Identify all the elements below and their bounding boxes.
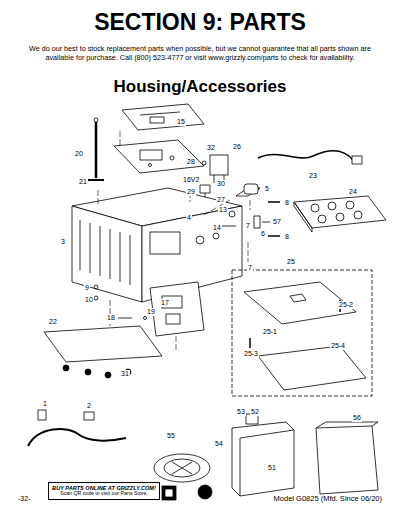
callout-number: 30 xyxy=(216,180,226,188)
callout-number: 1 xyxy=(42,400,48,408)
callout-number: 53 xyxy=(236,408,246,416)
callout-number: 18 xyxy=(106,314,116,322)
exploded-view xyxy=(28,104,386,500)
callout-number: 28 xyxy=(186,158,196,166)
callout-number: 52 xyxy=(250,408,260,416)
callout-number: 19 xyxy=(146,308,156,316)
callout-number: 54 xyxy=(214,440,224,448)
callout-number: 31 xyxy=(120,370,130,378)
callout-number: 10 xyxy=(84,296,94,304)
callout-number: 25 xyxy=(286,258,296,266)
callout-number: 8 xyxy=(284,199,290,207)
callout-number: 32 xyxy=(206,144,216,152)
intro-note: We do our best to stock replacement part… xyxy=(20,44,380,63)
callout-number: 9 xyxy=(84,284,90,292)
model-number: Model G0825 (Mfd. Since 06/20) xyxy=(274,495,382,503)
callout-number: 27 xyxy=(216,196,226,204)
callout-number: 55 xyxy=(166,432,176,440)
callout-number: 2 xyxy=(86,402,92,410)
callout-number: 13 xyxy=(218,206,228,214)
callout-number: 17 xyxy=(160,299,170,307)
box-text: Scan QR code to visit our Parts Store. xyxy=(52,491,156,497)
parts-store-box: BUY PARTS ONLINE AT GRIZZLY.COM!Scan QR … xyxy=(48,482,160,500)
callout-number: 4 xyxy=(186,214,192,222)
callout-number: 22 xyxy=(48,318,58,326)
callout-number: 29 xyxy=(186,188,196,196)
callout-number: 8 xyxy=(284,233,290,241)
callout-number: 25-4 xyxy=(330,342,346,350)
section-heading: Housing/Accessories xyxy=(0,78,400,97)
callout-number: 16V2 xyxy=(182,176,200,184)
page-number: -32- xyxy=(18,495,30,503)
callout-number: 14 xyxy=(212,224,222,232)
callout-number: 26 xyxy=(232,143,242,151)
callout-number: 23 xyxy=(308,172,318,180)
callout-number: 25-1 xyxy=(262,328,278,336)
callout-number: 7 xyxy=(245,222,251,230)
callout-number: 3 xyxy=(60,238,66,246)
leader-lines xyxy=(98,131,250,350)
page-title: SECTION 9: PARTS xyxy=(0,10,400,35)
callout-number: 25-3 xyxy=(243,350,259,358)
callout-number: 20 xyxy=(74,150,84,158)
callout-number: 24 xyxy=(348,188,358,196)
callout-number: 56 xyxy=(352,414,362,422)
callout-number: 7 xyxy=(247,264,253,272)
callout-number: 6 xyxy=(260,230,266,238)
callout-number: 15 xyxy=(176,118,186,126)
callout-number: 25-2 xyxy=(338,301,354,309)
callout-number: 57 xyxy=(272,218,282,226)
callout-number: 21 xyxy=(78,178,88,186)
callout-number: 5 xyxy=(264,185,270,193)
callout-number: 51 xyxy=(267,464,277,472)
